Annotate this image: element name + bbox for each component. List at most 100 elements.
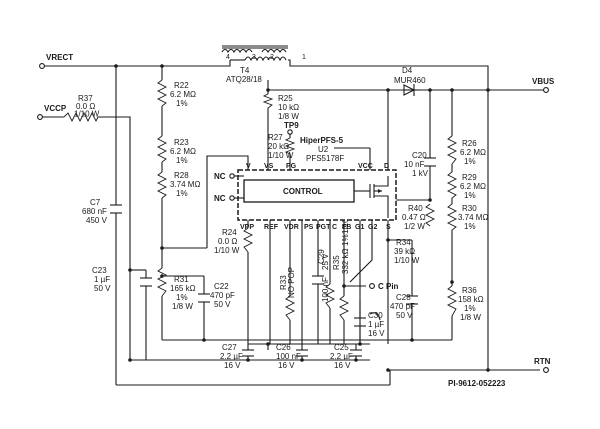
t4-pin-3: 3 [252, 54, 256, 61]
vbus-label: VBUS [532, 77, 555, 86]
c25-ref: C25 [334, 343, 349, 352]
c30-ref: C30 [368, 311, 383, 320]
r34-ref: R34 [396, 238, 411, 247]
c20-rating: 1 kV [412, 169, 429, 178]
r22-rating: 1% [176, 99, 188, 108]
r26-rating: 1% [464, 157, 476, 166]
resistor-r34: R34 39 kΩ 1/10 W [338, 232, 420, 344]
r22-value: 6.2 MΩ [170, 90, 196, 99]
c29-ref: C29 [317, 249, 326, 264]
terminal-vrect [39, 63, 45, 69]
ic-part: PFS5178F [306, 154, 344, 163]
r28-ref: R28 [174, 171, 189, 180]
r27-rating: 1/10 W [268, 151, 294, 160]
net-vbus: VBUS [532, 77, 555, 93]
r30-ref: R30 [462, 204, 477, 213]
c28-ref: C28 [396, 293, 411, 302]
t4-ref: T4 [240, 66, 250, 75]
c25-rating: 16 V [334, 361, 351, 370]
pin-c: C [332, 224, 337, 231]
r25-value: 10 kΩ [278, 103, 299, 112]
pin-v: V [246, 163, 251, 170]
terminal-vbus [543, 87, 549, 93]
terminal-rtn [543, 367, 549, 373]
capacitor-c26: C26 100 nF 16 V [276, 343, 308, 370]
resistor-r40: R40 0.47 Ω 1/2 W [402, 203, 436, 231]
capacitor-c28: C28 470 pF 50 V [390, 293, 418, 320]
r33-value: NO POP [287, 267, 296, 298]
c20-ref: C20 [412, 151, 427, 160]
r40-value: 0.47 Ω [402, 213, 426, 222]
r36-value: 158 kΩ [458, 295, 484, 304]
resistor-r23: R23 6.2 MΩ 1% [156, 135, 196, 165]
junctions [114, 64, 490, 372]
net-vrect: VRECT [39, 53, 73, 69]
resistor-r22: R22 6.2 MΩ 1% [156, 79, 196, 108]
c23-value: 1 µF [94, 275, 110, 284]
resistor-r25: R25 10 kΩ 1/8 W [262, 93, 299, 121]
r27-ref: R27 [268, 133, 283, 142]
c29-rating: 25 V [321, 253, 330, 270]
r36-rating2: 1/8 W [460, 313, 481, 322]
pin-d: D [384, 163, 389, 170]
pin-vpp: VPP [240, 224, 254, 231]
vrect-label: VRECT [46, 53, 73, 62]
r28-value: 3.74 MΩ [170, 180, 200, 189]
r30-value: 3.74 MΩ [458, 213, 488, 222]
r34-rating: 1/10 W [394, 256, 420, 265]
ic-block-label: CONTROL [283, 187, 323, 196]
t4-pin-1: 1 [302, 54, 306, 61]
r40-rating: 1/2 W [404, 222, 425, 231]
pin-vs: VS [264, 163, 274, 170]
resistor-r33: R33 NO POP [279, 267, 296, 344]
c7-value: 680 nF [82, 207, 107, 216]
r36-ref: R36 [462, 286, 477, 295]
mosfet-icon [354, 176, 389, 218]
ic-ref: U2 [318, 145, 329, 154]
terminal-cpin [369, 283, 375, 289]
resistor-r29: R29 6.2 MΩ 1% [446, 171, 486, 200]
r35-ref: R35 [332, 255, 341, 270]
c22-rating: 50 V [214, 300, 231, 309]
r30-rating: 1% [464, 222, 476, 231]
resistor-r35: R35 332 kΩ 1% 1/10 W [324, 208, 350, 344]
d4-value: MUR460 [394, 76, 426, 85]
d4-ref: D4 [402, 66, 413, 75]
r31-ref: R31 [174, 275, 189, 284]
r37-rating: 1/10 W [74, 110, 100, 119]
r24-ref: R24 [222, 228, 237, 237]
capacitor-c22: C22 470 pF 50 V [198, 282, 235, 309]
r29-rating: 1% [464, 191, 476, 200]
r26-value: 6.2 MΩ [460, 148, 486, 157]
resistor-r27: R27 20 kΩ 1/10 W [268, 133, 296, 160]
pin-s: S [386, 224, 391, 231]
c30-rating: 16 V [368, 329, 385, 338]
c22-value: 470 pF [210, 291, 235, 300]
r27-value: 20 kΩ [268, 142, 289, 151]
nc-pin-2 [229, 195, 235, 201]
pin-vcc: VCC [358, 163, 373, 170]
capacitor-c27: C27 2.2 µF 16 V [220, 343, 254, 370]
resistor-r26: R26 6.2 MΩ 1% [446, 135, 486, 166]
nc-pin-1 [229, 173, 235, 179]
resistor-r30: R30 3.74 MΩ 1% [446, 203, 488, 231]
drawing-id: PI-9612-052223 [448, 379, 506, 388]
r35-value: 332 kΩ [341, 248, 350, 274]
c26-rating: 16 V [278, 361, 295, 370]
c23-rating: 50 V [94, 284, 111, 293]
c30-value: 1 µF [368, 320, 384, 329]
r26-ref: R26 [462, 139, 477, 148]
c29-value: 100 nF [321, 277, 330, 302]
pin-vdr: VDR [284, 224, 299, 231]
r35-rating2: 1/10 W [341, 208, 350, 234]
testpoint-tp9: TP9 [284, 121, 299, 135]
net-vccp: VCCP [37, 104, 67, 120]
c26-value: 100 nF [276, 352, 301, 361]
capacitor-c29: C29 100 nF 25 V [312, 249, 330, 344]
capacitor-c20: C20 10 nF 1 kV [404, 151, 436, 178]
r35-rating: 1% [341, 234, 350, 246]
c23-ref: C23 [92, 266, 107, 275]
vccp-label: VCCP [44, 104, 67, 113]
r40-ref: R40 [408, 204, 423, 213]
r37-value: 0.0 Ω [76, 102, 95, 111]
